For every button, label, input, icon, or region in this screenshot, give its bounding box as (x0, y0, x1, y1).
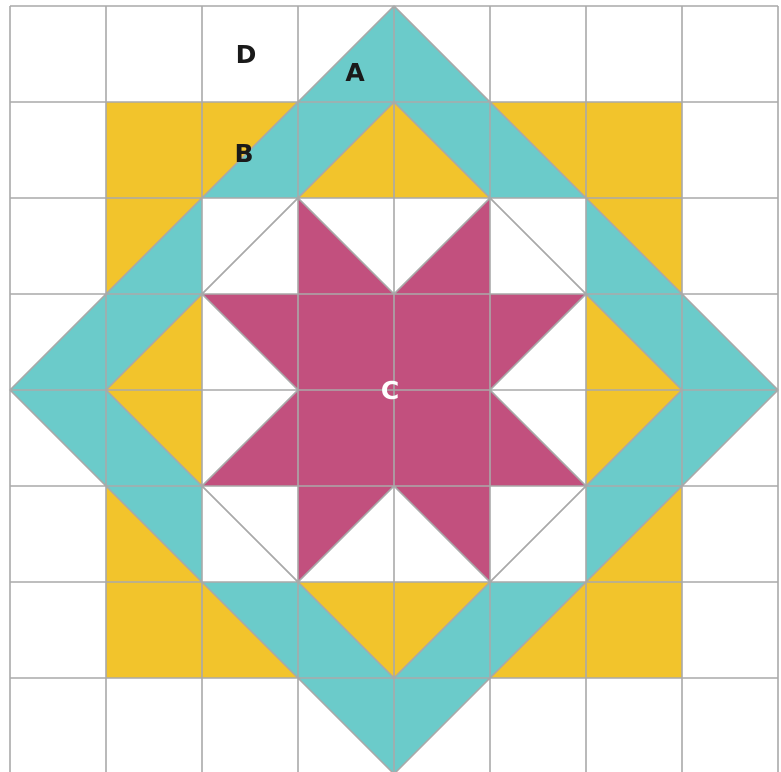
label-a: A (345, 58, 365, 87)
label-b: B (234, 139, 253, 168)
label-d: D (236, 40, 257, 69)
label-c: C (381, 376, 399, 405)
